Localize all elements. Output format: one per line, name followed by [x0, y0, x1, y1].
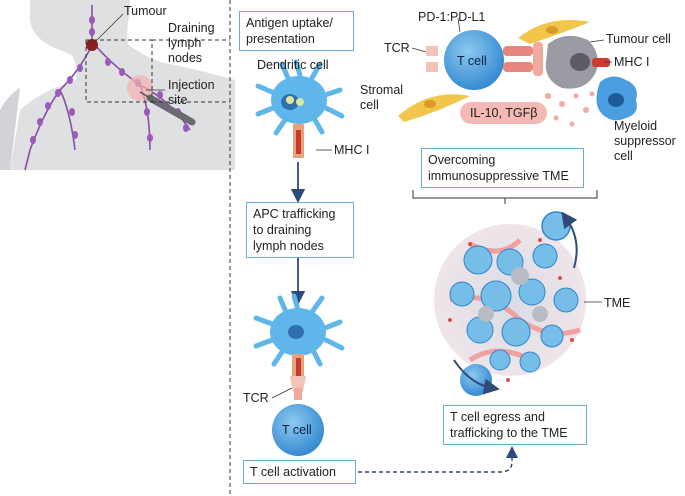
cytokine-dots: [537, 91, 595, 127]
label-injection-site: Injection site: [168, 78, 215, 107]
cytokine-pill: IL-10, TGFβ: [460, 102, 548, 124]
arrow-tme-out: [453, 359, 500, 395]
label-dendritic-cell: Dendritic cell: [257, 58, 329, 72]
box-t-cell-egress: T cell egress and trafficking to the TME: [443, 405, 587, 445]
label-tumour: Tumour: [124, 4, 167, 18]
tumour-cell: [545, 35, 610, 89]
box-antigen-uptake: Antigen uptake/ presentation: [239, 11, 354, 51]
label-draining-lymph-nodes: Draining lymph nodes: [168, 21, 215, 65]
label-mhc-i-right: MHC I: [614, 55, 650, 69]
label-tcr-top: TCR: [384, 41, 410, 55]
human-silhouette: [0, 0, 235, 170]
tcr-top: [426, 46, 438, 72]
tme-circle: [434, 211, 586, 396]
box-apc-trafficking: APC trafficking to draining lymph nodes: [246, 202, 354, 258]
label-t-cell-top: T cell: [457, 54, 487, 68]
zoom-box: [85, 39, 153, 103]
leader-tcr-left: [271, 387, 293, 399]
label-tcr-left: TCR: [243, 391, 269, 405]
t-cell-top: [444, 30, 504, 90]
injection-glow: [127, 75, 153, 101]
label-tumour-cell: Tumour cell: [606, 32, 671, 46]
dendritic-cell-top: [255, 59, 345, 158]
t-cell-left: [272, 404, 324, 456]
arrow-tme-up: [561, 211, 578, 269]
box-overcoming-tme: Overcoming immunosuppressive TME: [421, 148, 584, 188]
label-tme: TME: [604, 296, 631, 310]
pd1-pdl1-complex: [503, 42, 543, 76]
box-t-cell-activation: T cell activation: [243, 460, 356, 484]
tcr-receptor-left: [290, 376, 306, 400]
myeloid-suppressor-cell: [596, 76, 637, 121]
label-stromal-cell: Stromal cell: [360, 83, 404, 112]
label-mhc-i-left: MHC I: [334, 143, 370, 157]
leader-pd1: [457, 17, 461, 33]
leader-tcr-top: [411, 47, 427, 53]
leader-tumour-cell: [589, 39, 605, 43]
dashed-arrow-egress: [358, 446, 518, 473]
label-pd1-pdl1: PD-1:PD-L1: [418, 10, 486, 24]
syringe-icon: [139, 91, 196, 126]
stromal-cell-top: [518, 20, 590, 44]
stromal-cell-left: [398, 94, 470, 122]
label-t-cell-left: T cell: [282, 423, 312, 437]
dendritic-cell-bottom: [253, 293, 345, 376]
bracket: [412, 190, 598, 204]
leader-tumour: [94, 13, 124, 43]
label-myeloid-suppressor-cell: Myeloid suppressor cell: [614, 119, 676, 163]
